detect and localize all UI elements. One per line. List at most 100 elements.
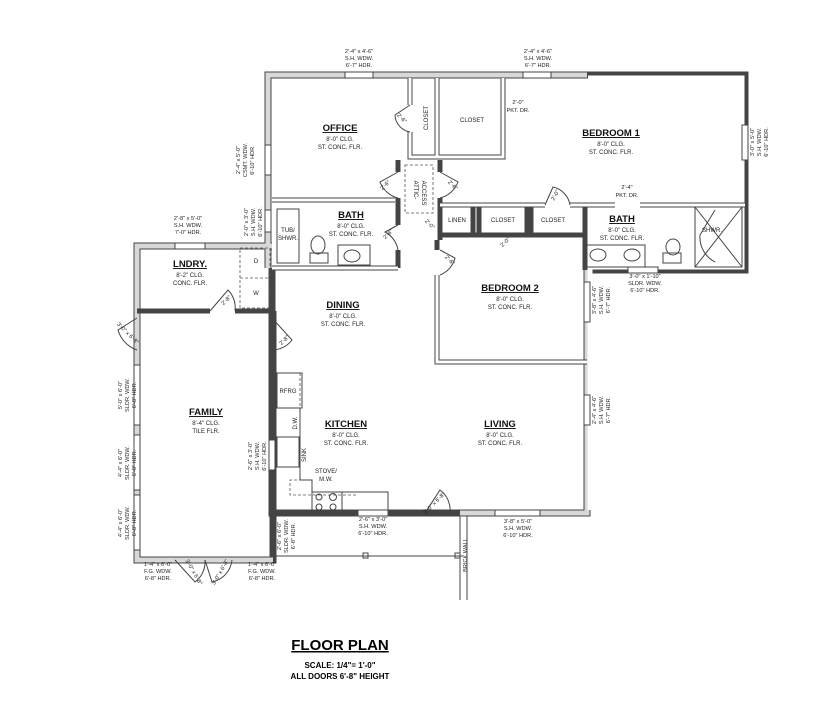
svg-text:6'-7" HDR.: 6'-7" HDR. <box>346 63 373 69</box>
svg-text:6'-8" HDR.: 6'-8" HDR. <box>132 381 138 408</box>
svg-text:8'-0" CLG.: 8'-0" CLG. <box>608 228 636 234</box>
svg-text:ST. CONC. FLR.: ST. CONC. FLR. <box>329 232 374 238</box>
svg-text:CONC. FLR.: CONC. FLR. <box>173 281 207 287</box>
svg-text:6'-10" HDR.: 6'-10" HDR. <box>764 127 770 157</box>
svg-text:6'-10" HDR.: 6'-10" HDR. <box>358 531 388 537</box>
svg-text:2'-4": 2'-4" <box>621 185 632 191</box>
room-office: OFFICE 8'-0" CLG. ST. CONC. FLR. <box>318 123 363 151</box>
svg-text:S.H. WDW.: S.H. WDW. <box>174 223 203 229</box>
window-note: 2'-0" x 3'-0"S.H. WDW.6'-10" HDR. <box>244 207 264 237</box>
pocket-door-note: 2'-4"PKT. DR. <box>616 185 639 199</box>
svg-text:2'-0": 2'-0" <box>512 100 523 106</box>
svg-text:ST. CONC. FLR.: ST. CONC. FLR. <box>600 236 645 242</box>
svg-text:6'-8" HDR.: 6'-8" HDR. <box>291 522 297 549</box>
svg-text:F.G. WDW.: F.G. WDW. <box>248 569 276 575</box>
svg-text:ST. CONC. FLR.: ST. CONC. FLR. <box>324 441 369 447</box>
stove <box>311 491 343 513</box>
svg-text:2'-4" x 5'-0": 2'-4" x 5'-0" <box>236 146 242 174</box>
window-note: 4'-4" x 6'-0"SLDR. WDW.6'-8" HDR. <box>118 446 138 480</box>
svg-text:ST. CONC. FLR.: ST. CONC. FLR. <box>488 305 533 311</box>
exterior-walls <box>133 71 749 564</box>
svg-text:BATH: BATH <box>609 214 635 225</box>
window-note: 2'-6" x 3'-0"S.H. WDW.6'-10" HDR. <box>248 441 268 471</box>
svg-text:BEDROOM 1: BEDROOM 1 <box>582 128 640 139</box>
closet-label: CLOSET <box>541 218 565 224</box>
svg-text:6'-7" HDR.: 6'-7" HDR. <box>606 396 612 423</box>
window-note: 1'-4" x 6'-0"F.G. WDW.6'-8" HDR. <box>248 562 276 582</box>
svg-text:8'-0" CLG.: 8'-0" CLG. <box>326 137 354 143</box>
window-note: 3'-8" x 4'-6"S.H. WDW.6'-7" HDR. <box>592 285 612 314</box>
svg-text:3'-0" x 1'-10": 3'-0" x 1'-10" <box>629 274 660 280</box>
room-bath-2: BATH 8'-0" CLG. ST. CONC. FLR. <box>600 214 645 242</box>
svg-text:FAMILY: FAMILY <box>189 407 224 418</box>
svg-text:S.H. WDW.: S.H. WDW. <box>599 395 605 424</box>
svg-text:S.H. WDW.: S.H. WDW. <box>524 56 553 62</box>
svg-text:6'-7" HDR.: 6'-7" HDR. <box>525 63 552 69</box>
fixtures <box>239 164 743 600</box>
toilet-icon <box>310 235 326 255</box>
refrigerator-label: RFRG <box>280 389 297 395</box>
svg-text:8'-0" CLG.: 8'-0" CLG. <box>332 433 360 439</box>
svg-text:2'-8" x 5'-0": 2'-8" x 5'-0" <box>174 216 202 222</box>
svg-text:LIVING: LIVING <box>484 419 516 430</box>
svg-text:OFFICE: OFFICE <box>323 123 358 134</box>
window-note: 2'-4" x 4'-6"S.H. WDW.6'-7" HDR. <box>345 49 374 69</box>
svg-text:ST. CONC. FLR.: ST. CONC. FLR. <box>589 150 634 156</box>
attic-access-label: ACCESS <box>420 181 426 206</box>
svg-text:S.H. WDW.: S.H. WDW. <box>359 524 388 530</box>
svg-text:4'-4" x 6'-0": 4'-4" x 6'-0" <box>118 449 124 477</box>
room-laundry: LNDRY.8'-2" CLG.CONC. FLR. <box>173 259 207 287</box>
door-note: 2'-0" <box>500 237 512 249</box>
svg-text:6'-8" HDR.: 6'-8" HDR. <box>132 509 138 536</box>
scale-note: SCALE: 1/4"= 1'-0" <box>304 661 375 670</box>
brick-wall-label: BRICK WALL <box>463 538 469 572</box>
svg-text:7'-0" HDR.: 7'-0" HDR. <box>175 230 202 236</box>
svg-text:BEDROOM 2: BEDROOM 2 <box>481 283 539 294</box>
room-bedroom-2: BEDROOM 28'-0" CLG.ST. CONC. FLR. <box>481 283 539 311</box>
svg-text:2'-4" x 4'-6": 2'-4" x 4'-6" <box>524 49 552 55</box>
closet-label: CLOSET <box>424 106 430 130</box>
svg-text:S.H. WDW.: S.H. WDW. <box>757 127 763 156</box>
svg-text:ST. CONC. FLR.: ST. CONC. FLR. <box>318 145 363 151</box>
svg-text:3'-8" x 5'-0": 3'-8" x 5'-0" <box>504 519 532 525</box>
washer-label: W <box>253 291 259 297</box>
svg-text:SLDR. WDW.: SLDR. WDW. <box>125 446 131 480</box>
stove-label: M.W. <box>319 477 333 483</box>
attic-access-label: ATTIC- <box>412 181 418 200</box>
svg-text:S.H. WDW.: S.H. WDW. <box>599 285 605 314</box>
svg-text:6'-10" HDR.: 6'-10" HDR. <box>250 145 256 175</box>
svg-text:SLDR. WDW.: SLDR. WDW. <box>628 281 662 287</box>
svg-text:SLDR. WDW.: SLDR. WDW. <box>284 519 290 553</box>
title-block: FLOOR PLAN SCALE: 1/4"= 1'-0" ALL DOORS … <box>291 637 390 681</box>
room-bedroom-1: BEDROOM 18'-0" CLG.ST. CONC. FLR. <box>582 128 640 156</box>
door-note: 2'-6" <box>443 255 455 267</box>
svg-text:SLDR. WDW.: SLDR. WDW. <box>125 506 131 540</box>
svg-text:2'-4" x 4'-6": 2'-4" x 4'-6" <box>345 49 373 55</box>
svg-text:2'-6" x 6'-0": 2'-6" x 6'-0" <box>277 522 283 550</box>
window-openings <box>133 71 749 551</box>
svg-text:3'-0" x 5'-0": 3'-0" x 5'-0" <box>750 128 756 156</box>
svg-text:6'-7" HDR.: 6'-7" HDR. <box>606 286 612 313</box>
door-note: 2'-0" <box>423 219 435 231</box>
door-swings <box>117 104 716 583</box>
linen-label: LINEN <box>448 218 466 224</box>
svg-text:6'-10" HDR.: 6'-10" HDR. <box>630 288 660 294</box>
svg-text:4'-4" x 6'-0": 4'-4" x 6'-0" <box>118 509 124 537</box>
door-note: 2'-0" <box>550 189 561 202</box>
svg-text:S.H. WDW.: S.H. WDW. <box>345 56 374 62</box>
svg-text:S.H. WDW.: S.H. WDW. <box>251 207 257 236</box>
plan-title: FLOOR PLAN <box>291 637 389 654</box>
svg-text:TILE FLR.: TILE FLR. <box>192 429 220 435</box>
svg-text:S.H. WDW.: S.H. WDW. <box>255 441 261 470</box>
svg-text:ST. CONC. FLR.: ST. CONC. FLR. <box>478 441 523 447</box>
svg-text:6'-10" HDR.: 6'-10" HDR. <box>503 533 533 539</box>
dryer-label: D <box>254 259 259 265</box>
sink-label: SINK <box>302 448 308 462</box>
doors-height-note: ALL DOORS 6'-8" HEIGHT <box>291 672 390 681</box>
tub-label: TUB/ <box>281 228 295 234</box>
svg-text:6'-8" HDR.: 6'-8" HDR. <box>249 576 276 582</box>
closet-label: CLOSET <box>491 218 515 224</box>
